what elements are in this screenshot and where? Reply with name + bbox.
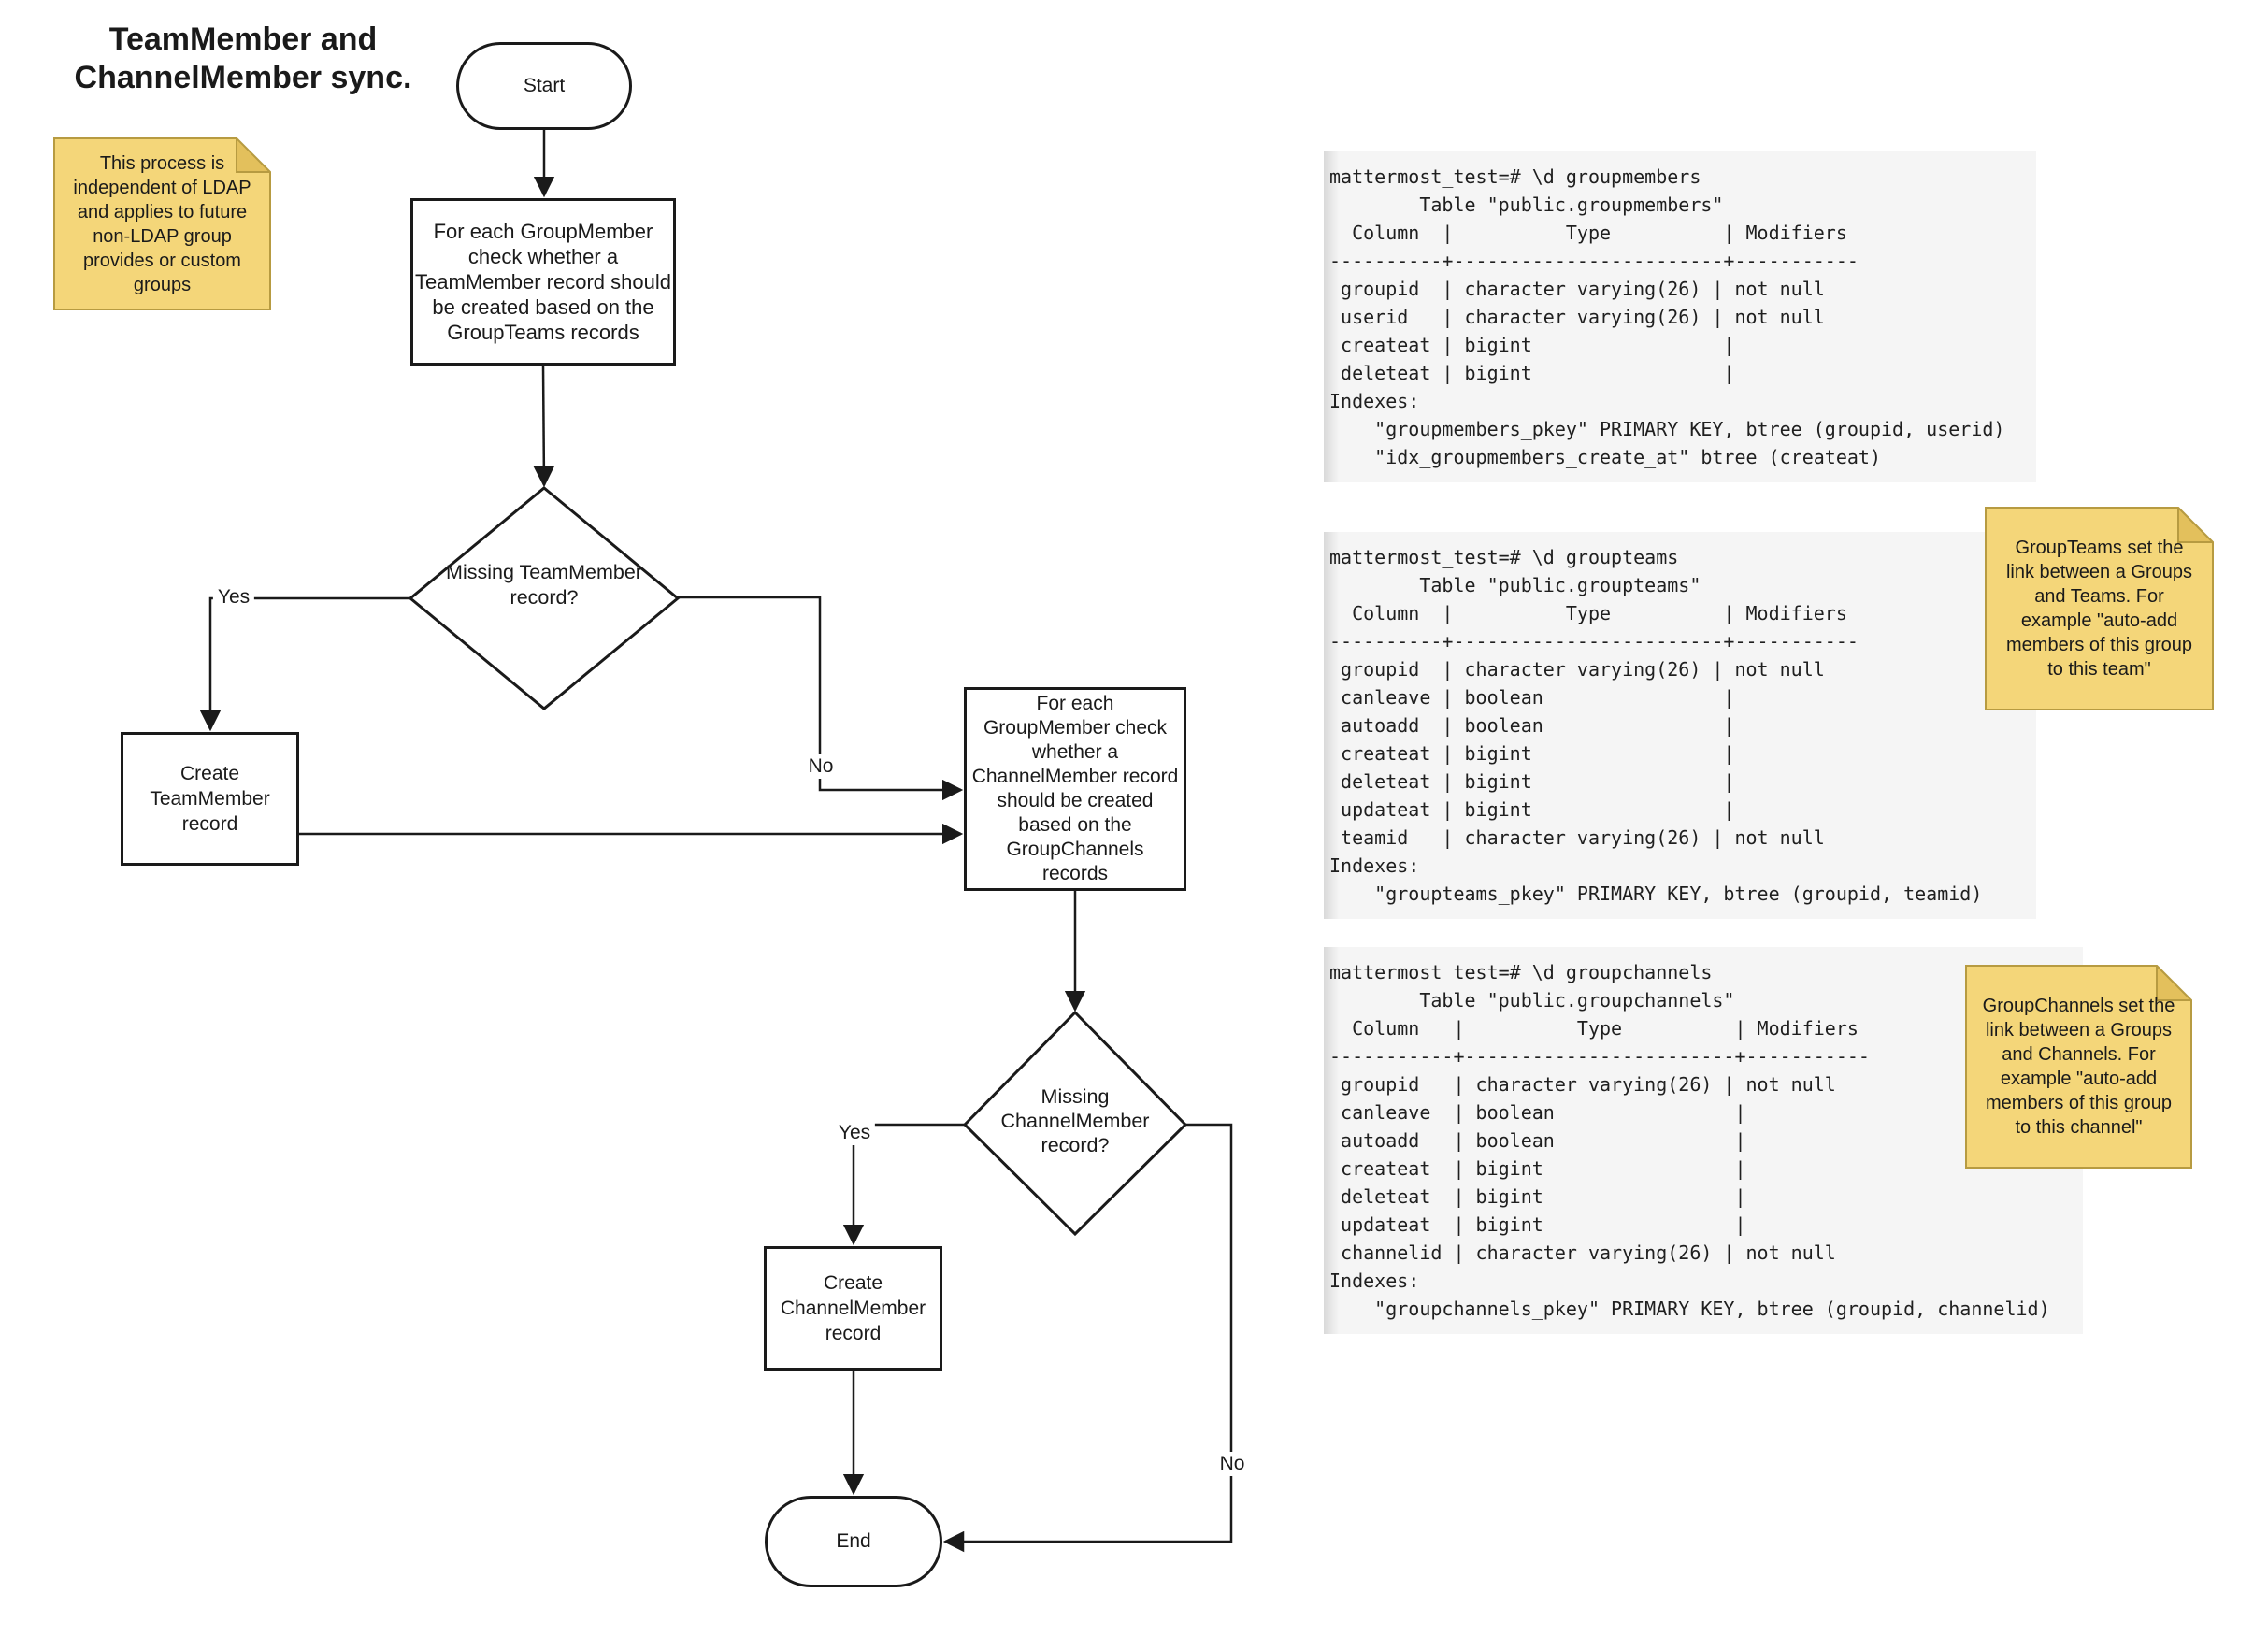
edge-decision2-no: [942, 1123, 1233, 1553]
edge-label-yes1: Yes: [212, 585, 255, 610]
sticky-note-shape: [53, 136, 273, 310]
psql-output-groupchannels: mattermost_test=# \d groupchannels Table…: [1324, 947, 2083, 1334]
decision2-label: Missing ChannelMember record?: [1000, 1085, 1150, 1156]
process-create-channelmember: Create ChannelMember record: [764, 1246, 942, 1371]
sticky-note-shape: [1965, 963, 2194, 1169]
psql-output-groupmembers: mattermost_test=# \d groupmembers Table …: [1324, 151, 2036, 482]
sticky-note-process: This process is independent of LDAP and …: [53, 136, 273, 310]
end-terminator: End: [765, 1496, 942, 1587]
decision2-diamond: [962, 1010, 1188, 1237]
process-check-channelmember: For each GroupMember check whether a Cha…: [964, 687, 1186, 891]
process-check-teammember: For each GroupMember check whether a Tea…: [410, 198, 676, 366]
start-terminator: Start: [456, 42, 632, 130]
sticky-note-text: GroupChannels set the link between a Gro…: [1982, 996, 2175, 1138]
process-create-teammember: Create TeamMember record: [121, 732, 299, 866]
sticky-note-shape: [1985, 505, 2216, 710]
sticky-note-text: This process is independent of LDAP and …: [73, 152, 251, 295]
diagram-title: TeamMember and ChannelMember sync.: [74, 22, 412, 95]
sticky-note-groupteams: GroupTeams set the link between a Groups…: [1985, 505, 2216, 710]
edge-decision1-no: [678, 596, 964, 801]
edge-decision1-yes: [199, 596, 410, 732]
decision1-diamond: [408, 486, 681, 710]
edge-process1-to-decision1: [533, 365, 555, 488]
decision1-label: Missing TeamMember record?: [446, 561, 642, 609]
edge-label-no1: No: [803, 754, 839, 779]
edge-label-no2: No: [1214, 1452, 1250, 1476]
sticky-note-text: GroupTeams set the link between a Groups…: [2005, 538, 2192, 680]
edge-label-yes2: Yes: [833, 1121, 876, 1145]
psql-output-groupteams: mattermost_test=# \d groupteams Table "p…: [1324, 532, 2036, 919]
sticky-note-groupchannels: GroupChannels set the link between a Gro…: [1965, 963, 2194, 1169]
